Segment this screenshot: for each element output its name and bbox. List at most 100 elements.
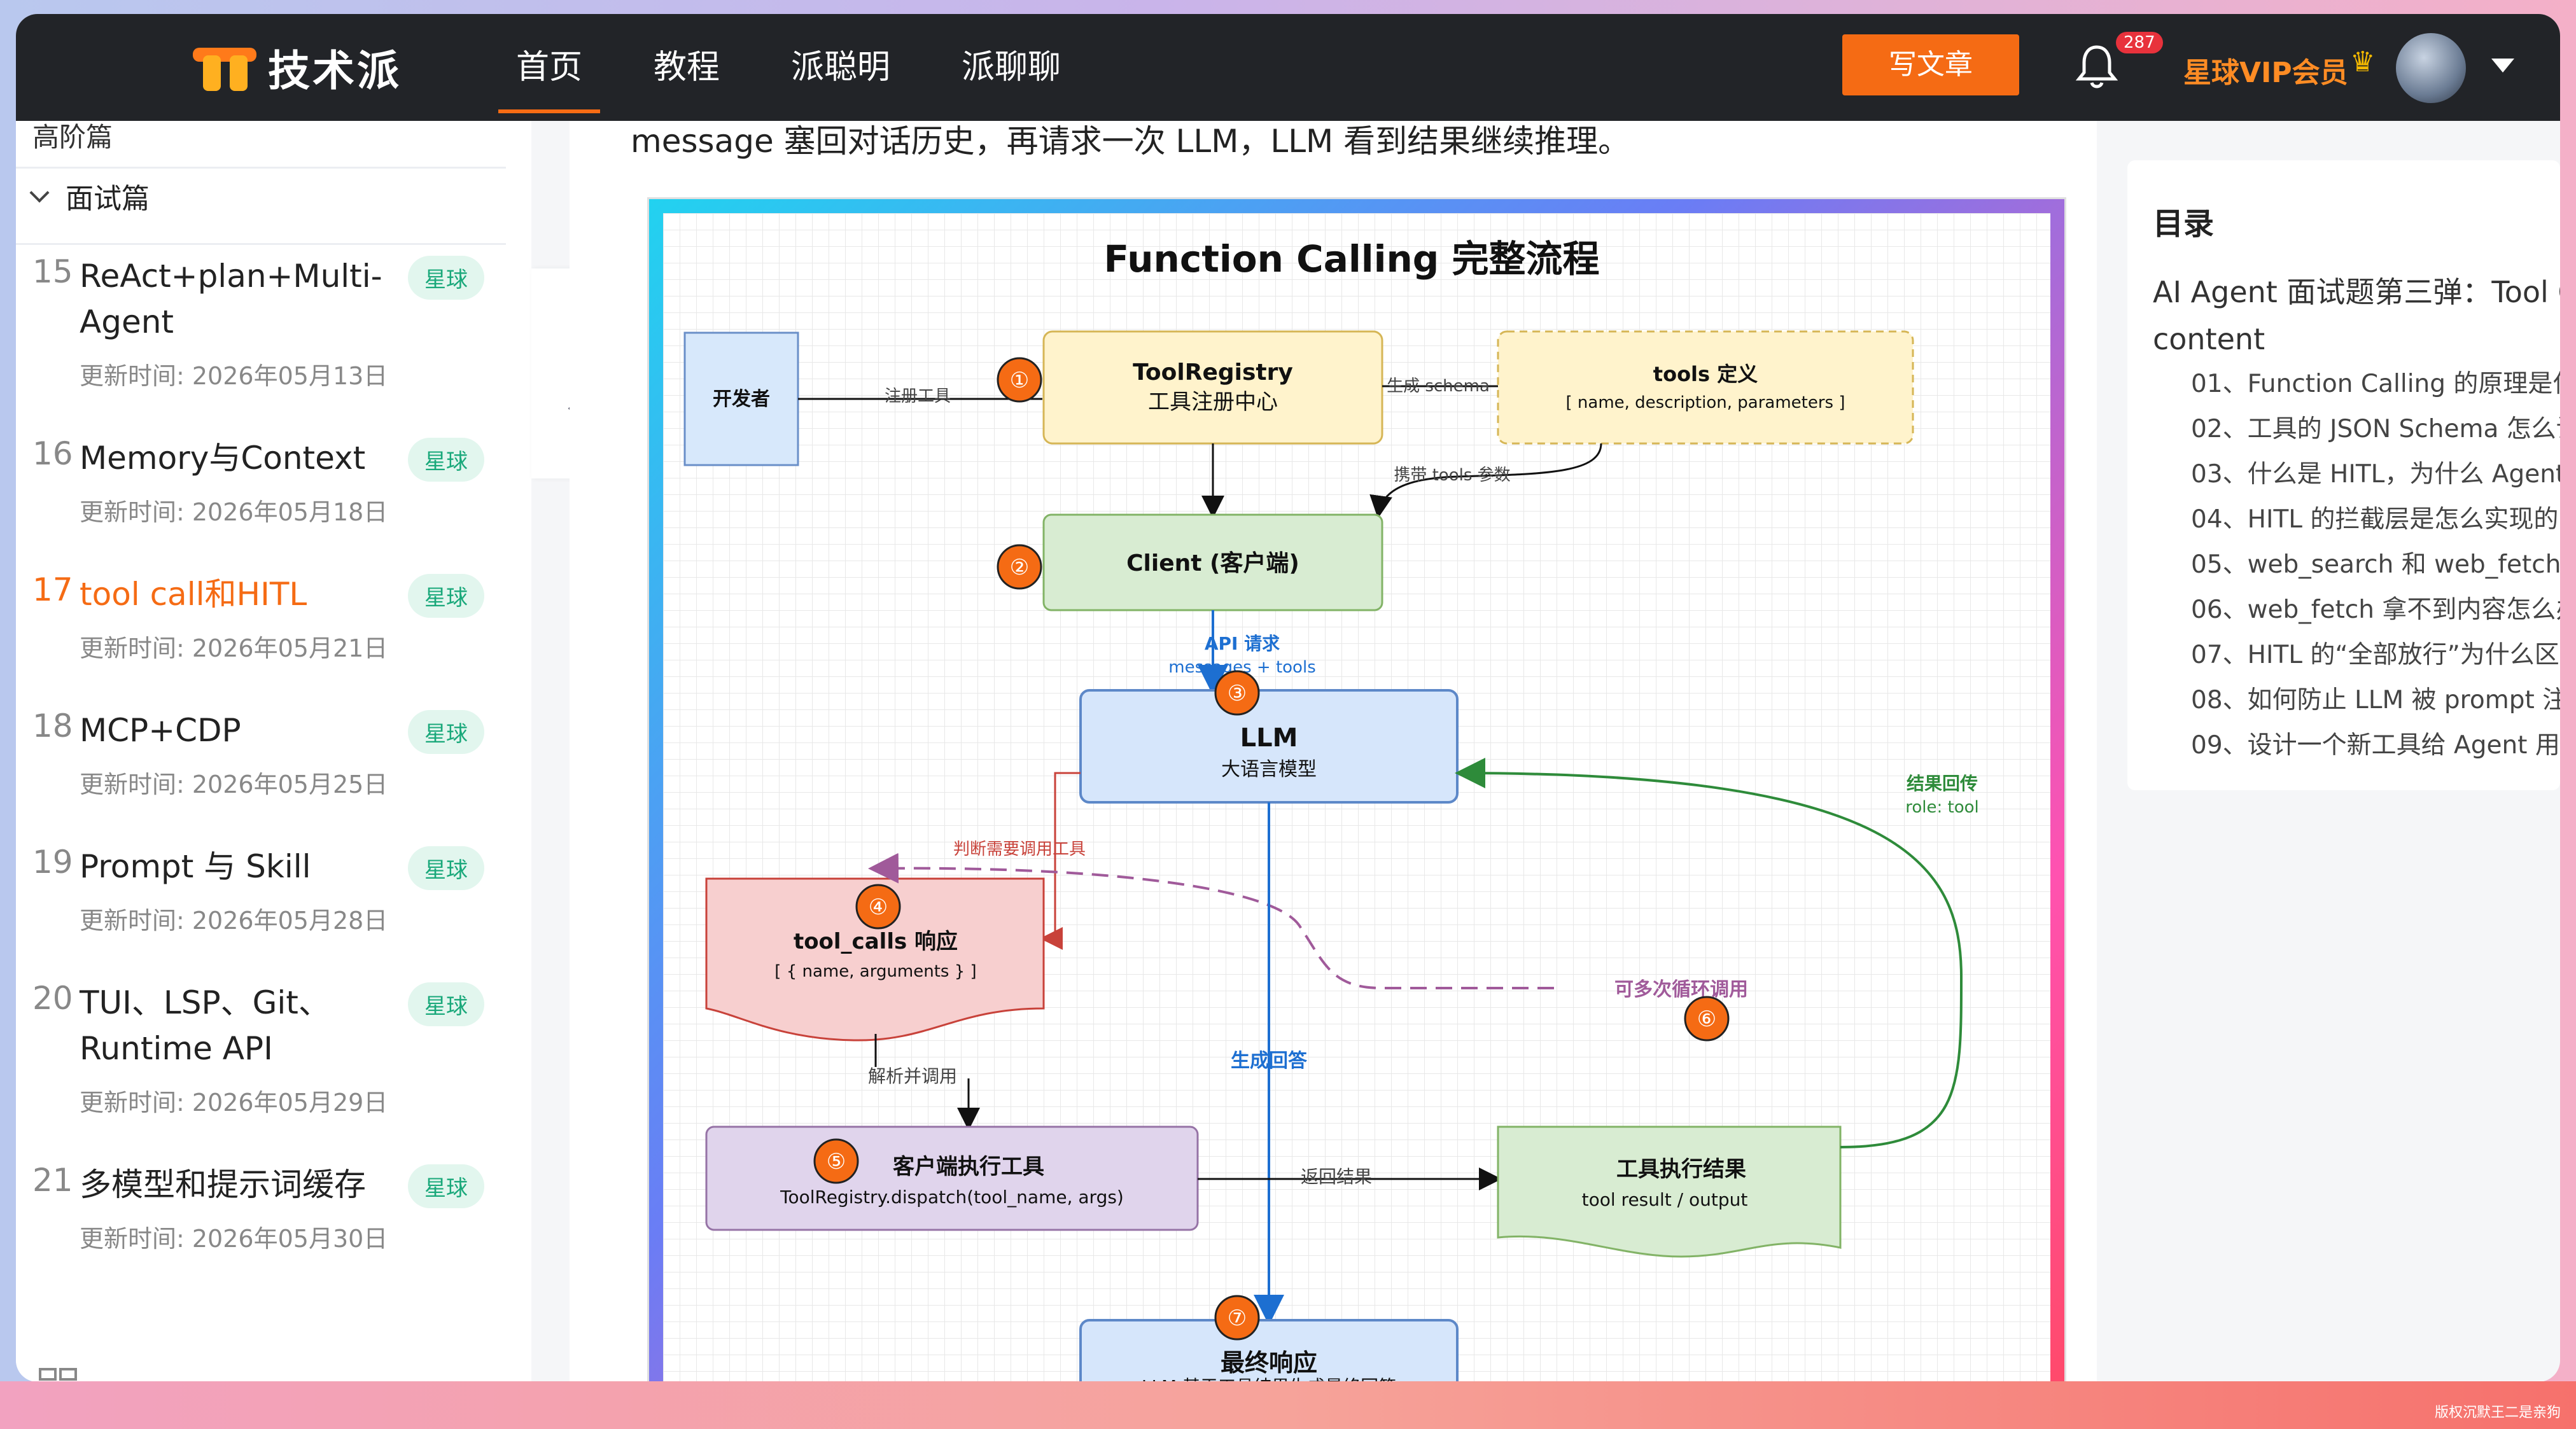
nav-tutorials[interactable]: 教程 [654,48,720,87]
toolcalls-box [705,877,1045,1042]
registry-title: ToolRegistry [1133,359,1293,386]
carry-edge [1369,443,1602,519]
step-badge: ④ [855,884,901,930]
notification-badge: 287 [2116,32,2163,53]
diagram-title: Function Calling 完整流程 [1104,237,1600,281]
toc-item[interactable]: 08、如何防止 LLM 被 prompt 注入 [2191,686,2560,714]
item-title: ReAct+plan+Multi-Agent [80,258,382,340]
result-back-label: 结果回传 [1907,773,1978,794]
sidebar-item[interactable]: 16 Memory与Context 星球 更新时间: 2026年05月18日 [32,435,516,527]
toc-main-entry[interactable]: AI Agent 面试题第三弹：Tool Call content [2153,275,2560,356]
item-number: 21 [32,1162,73,1199]
result-box [1497,1126,1842,1258]
toolcalls-sub: [ { name, arguments } ] [774,962,976,981]
star-tag: 星球 [408,256,484,300]
toc-item[interactable]: 06、web_fetch 拿不到内容怎么办 [2191,596,2560,624]
star-tag: 星球 [408,438,484,482]
item-date: 更新时间: 2026年05月25日 [80,770,388,798]
watermark-text: 版权沉默王二是亲狗 [2434,1405,2561,1421]
sidebar-item-active[interactable]: 17 tool call和HITL 星球 更新时间: 2026年05月21日 [32,571,516,664]
nav-home[interactable]: 首页 [480,14,618,121]
toc-list: 01、Function Calling 的原理是什么 02、工具的 JSON S… [2191,364,2560,770]
step-badge: ② [997,544,1042,590]
schema-label: 生成 schema [1387,377,1490,396]
sidebar-item[interactable]: 20 TUI、LSP、Git、Runtime API 星球 更新时间: 2026… [32,980,516,1118]
logo-text: 技术派 [268,46,402,95]
tools-title: tools 定义 [1653,362,1758,386]
item-date: 更新时间: 2026年05月30日 [80,1225,388,1253]
toc-item[interactable]: 03、什么是 HITL，为什么 Agent 需要 [2191,460,2560,489]
star-tag: 星球 [408,574,484,618]
result-role: role: tool [1905,798,1979,817]
nav-paicongming[interactable]: 派聪明 [791,48,891,87]
item-date: 更新时间: 2026年05月28日 [80,907,388,935]
article-paragraph: message 塞回对话历史，再请求一次 LLM，LLM 看到结果继续推理。 [631,123,1630,160]
step-label: ⑤ [827,1149,846,1175]
decide-edge [1040,772,1081,950]
section-label: 面试篇 [66,183,150,215]
crown-icon: ♛ [2350,46,2376,78]
sidebar-item[interactable]: 15 ReAct+plan+Multi-Agent 星球 更新时间: 2026年… [32,253,516,391]
avatar[interactable] [2396,33,2466,103]
divider [16,243,506,245]
sidebar-item[interactable]: 21 多模型和提示词缓存 星球 更新时间: 2026年05月30日 [32,1162,516,1254]
chevron-down-icon[interactable] [2491,59,2514,73]
item-title: tool call和HITL [80,576,307,613]
toc-item[interactable]: 01、Function Calling 的原理是什么 [2191,370,2560,398]
llm-title: LLM [1240,723,1298,753]
toc-item[interactable]: 05、web_search 和 web_fetch 怎么 [2191,550,2560,579]
developer-label: 开发者 [713,388,770,410]
bell-icon[interactable] [2071,41,2122,92]
item-number: 15 [32,253,73,290]
item-title: Memory与Context [80,440,366,477]
result-sub: tool result / output [1582,1189,1748,1210]
exec-title: 客户端执行工具 [893,1154,1044,1180]
toc-item[interactable]: 09、设计一个新工具给 Agent 用， [2191,731,2560,760]
register-label: 注册工具 [885,387,951,406]
star-tag: 星球 [408,846,484,890]
item-date: 更新时间: 2026年05月21日 [80,634,388,662]
article-content: message 塞回对话历史，再请求一次 LLM，LLM 看到结果继续推理。 F… [570,121,2097,1382]
star-tag: 星球 [408,1164,484,1208]
vip-label[interactable]: 星球VIP会员 [2183,57,2348,89]
item-number: 18 [32,708,73,744]
item-date: 更新时间: 2026年05月18日 [80,498,388,526]
item-date: 更新时间: 2026年05月29日 [80,1089,388,1117]
sidebar-section-cut[interactable]: 高阶篇 [32,122,113,153]
item-title: MCP+CDP [80,712,241,749]
exec-sub: ToolRegistry.dispatch(tool_name, args) [780,1187,1124,1208]
developer-box [683,331,799,466]
star-tag: 星球 [408,982,484,1026]
sidebar-item[interactable]: 18 MCP+CDP 星球 更新时间: 2026年05月25日 [32,708,516,800]
step-label: ④ [869,895,888,920]
item-number: 19 [32,844,73,881]
site-logo[interactable]: 技术派 [193,39,402,95]
tutorial-sidebar: 高阶篇 面试篇 15 ReAct+plan+Multi-Agent 星球 更新时… [16,121,531,1382]
step-badge: ⑥ [1684,996,1730,1042]
loop-edge [868,853,1554,989]
toolcalls-title: tool_calls 响应 [794,929,958,954]
registry-box [1042,330,1383,445]
step-label: ② [1010,555,1029,580]
toc-item[interactable]: 07、HITL 的“全部放行”为什么区分 [2191,641,2560,669]
parse-label: 解析并调用 [868,1066,957,1087]
nav-pailiaoliao[interactable]: 派聊聊 [962,48,1061,87]
qrcode-icon[interactable] [39,1368,77,1382]
toc-item[interactable]: 02、工具的 JSON Schema 怎么设计 [2191,415,2560,443]
table-of-contents: 目录 AI Agent 面试题第三弹：Tool Call content 01、… [2127,160,2560,790]
decide-label: 判断需要调用工具 [953,840,1086,859]
sidebar-section-interview[interactable]: 面试篇 [29,176,150,216]
write-article-button[interactable]: 写文章 [1842,34,2019,95]
item-title: TUI、LSP、Git、Runtime API [80,984,330,1067]
final-box [1079,1319,1459,1382]
star-tag: 星球 [408,710,484,754]
function-calling-diagram: Function Calling 完整流程 开发者 注册工具 ToolRegis… [647,197,2066,1382]
item-number: 17 [32,571,73,608]
tools-sub: [ name, description, parameters ] [1566,393,1845,412]
api-label: API 请求 [1205,633,1280,654]
toc-item[interactable]: 04、HITL 的拦截层是怎么实现的 [2191,505,2559,534]
toc-title: 目录 [2153,206,2215,242]
top-navigation: 技术派 首页 教程 派聪明 派聊聊 写文章 287 星球VIP会员 ♛ [16,14,2560,121]
step-badge: ⑤ [813,1138,859,1184]
sidebar-item[interactable]: 19 Prompt 与 Skill 星球 更新时间: 2026年05月28日 [32,844,516,936]
